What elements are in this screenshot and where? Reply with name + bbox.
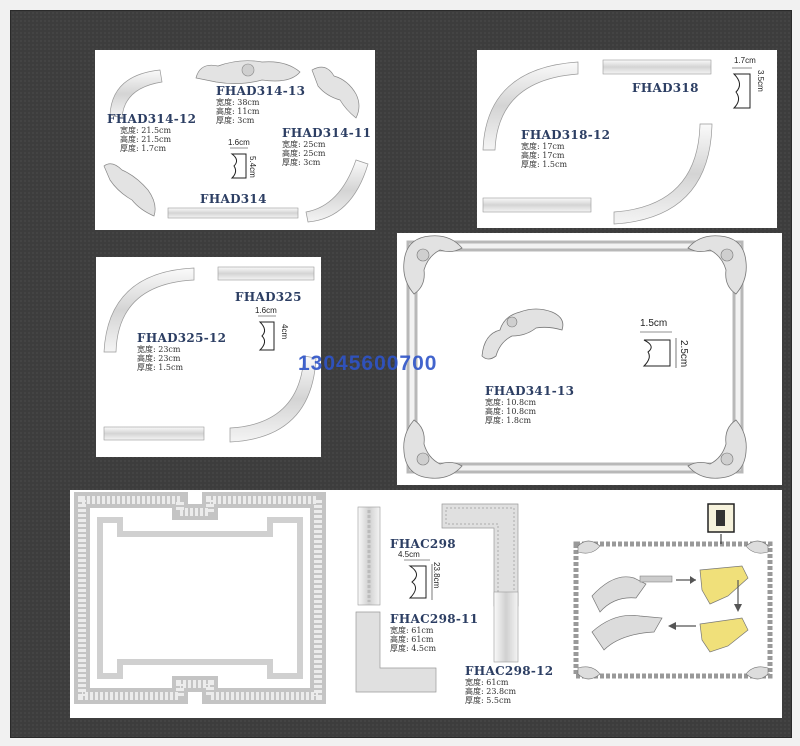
fhad341-corner-ornament-tr (687, 235, 747, 295)
fhad314-13-ornament (195, 60, 301, 84)
fhad325-dim-height: 4cm (280, 324, 289, 340)
fhac298-dim-width: 4.5cm (398, 550, 420, 559)
fhac298-11-corner (355, 611, 437, 693)
fhad314-code: FHAD314 (200, 192, 267, 206)
fhac298-12-corner-top (441, 503, 519, 607)
fhad318-straight-moulding (602, 59, 712, 75)
fhac298-vertical-moulding (357, 506, 381, 606)
fhad341-dim-height: 2.5cm (678, 340, 689, 368)
fhad341-dim-width: 1.5cm (640, 318, 668, 329)
fhad325-straight-moulding-bottom (103, 426, 205, 441)
fhad325-dim-width: 1.6cm (255, 306, 277, 315)
fhad314-13-code: FHAD314-13 (216, 84, 306, 98)
fhad325-12-corner-top (103, 267, 195, 353)
fhad314-dim-height: 5.4cm (248, 156, 257, 178)
fhad314-11-corner (305, 159, 369, 223)
fhad341-13-ornament (481, 308, 564, 360)
fhad341-13-code: FHAD341-13 (485, 384, 575, 398)
fhac298-panel-frame (74, 492, 326, 704)
fhad314-12-corner (109, 69, 163, 119)
fhac298-11-code: FHAC298-11 (390, 612, 479, 626)
fhac298-12-piece (493, 591, 519, 663)
fhac298-12-code: FHAC298-12 (465, 664, 554, 678)
panel-fhad341 (397, 233, 782, 485)
fhad325-12-corner-bottom (229, 355, 317, 443)
fhad318-profile (732, 67, 752, 109)
fhad314-12-code: FHAD314-12 (107, 112, 197, 126)
fhad341-corner-ornament-tl (403, 235, 463, 295)
fhad341-frame (406, 240, 744, 474)
fhad318-dim-width: 1.7cm (734, 56, 756, 65)
fhad318-straight-moulding-bottom (482, 197, 592, 213)
fhac298-dim-height: 23.8cm (432, 562, 441, 589)
installation-diagram (573, 503, 773, 680)
phone-watermark: 13045600700 (298, 352, 438, 375)
fhad318-12-corner-top (482, 61, 579, 151)
fhad314-11-code: FHAD314-11 (282, 126, 372, 140)
fhac298-profile (404, 559, 433, 600)
fhad325-profile (258, 315, 276, 351)
fhad318-12-corner-bottom (613, 123, 713, 225)
fhad325-code: FHAD325 (235, 290, 302, 304)
fhad314-bottom-left-ornament (103, 163, 156, 217)
fhad341-corner-ornament-br (687, 419, 747, 479)
fhad318-12-code: FHAD318-12 (521, 128, 611, 142)
fhad314-dim-width: 1.6cm (228, 138, 250, 147)
fhad341-profile (640, 331, 677, 368)
fhad341-corner-ornament-bl (403, 419, 463, 479)
fhad314-straight-moulding (167, 207, 299, 219)
fhad318-dim-height: 3.5cm (756, 70, 765, 92)
fhad314-profile (230, 147, 248, 179)
fhad325-straight-moulding (217, 266, 315, 281)
fhad325-12-code: FHAD325-12 (137, 331, 227, 345)
fhac298-code: FHAC298 (390, 537, 456, 551)
fhad318-code: FHAD318 (632, 81, 699, 95)
fhad314-11-ornament (311, 66, 360, 119)
